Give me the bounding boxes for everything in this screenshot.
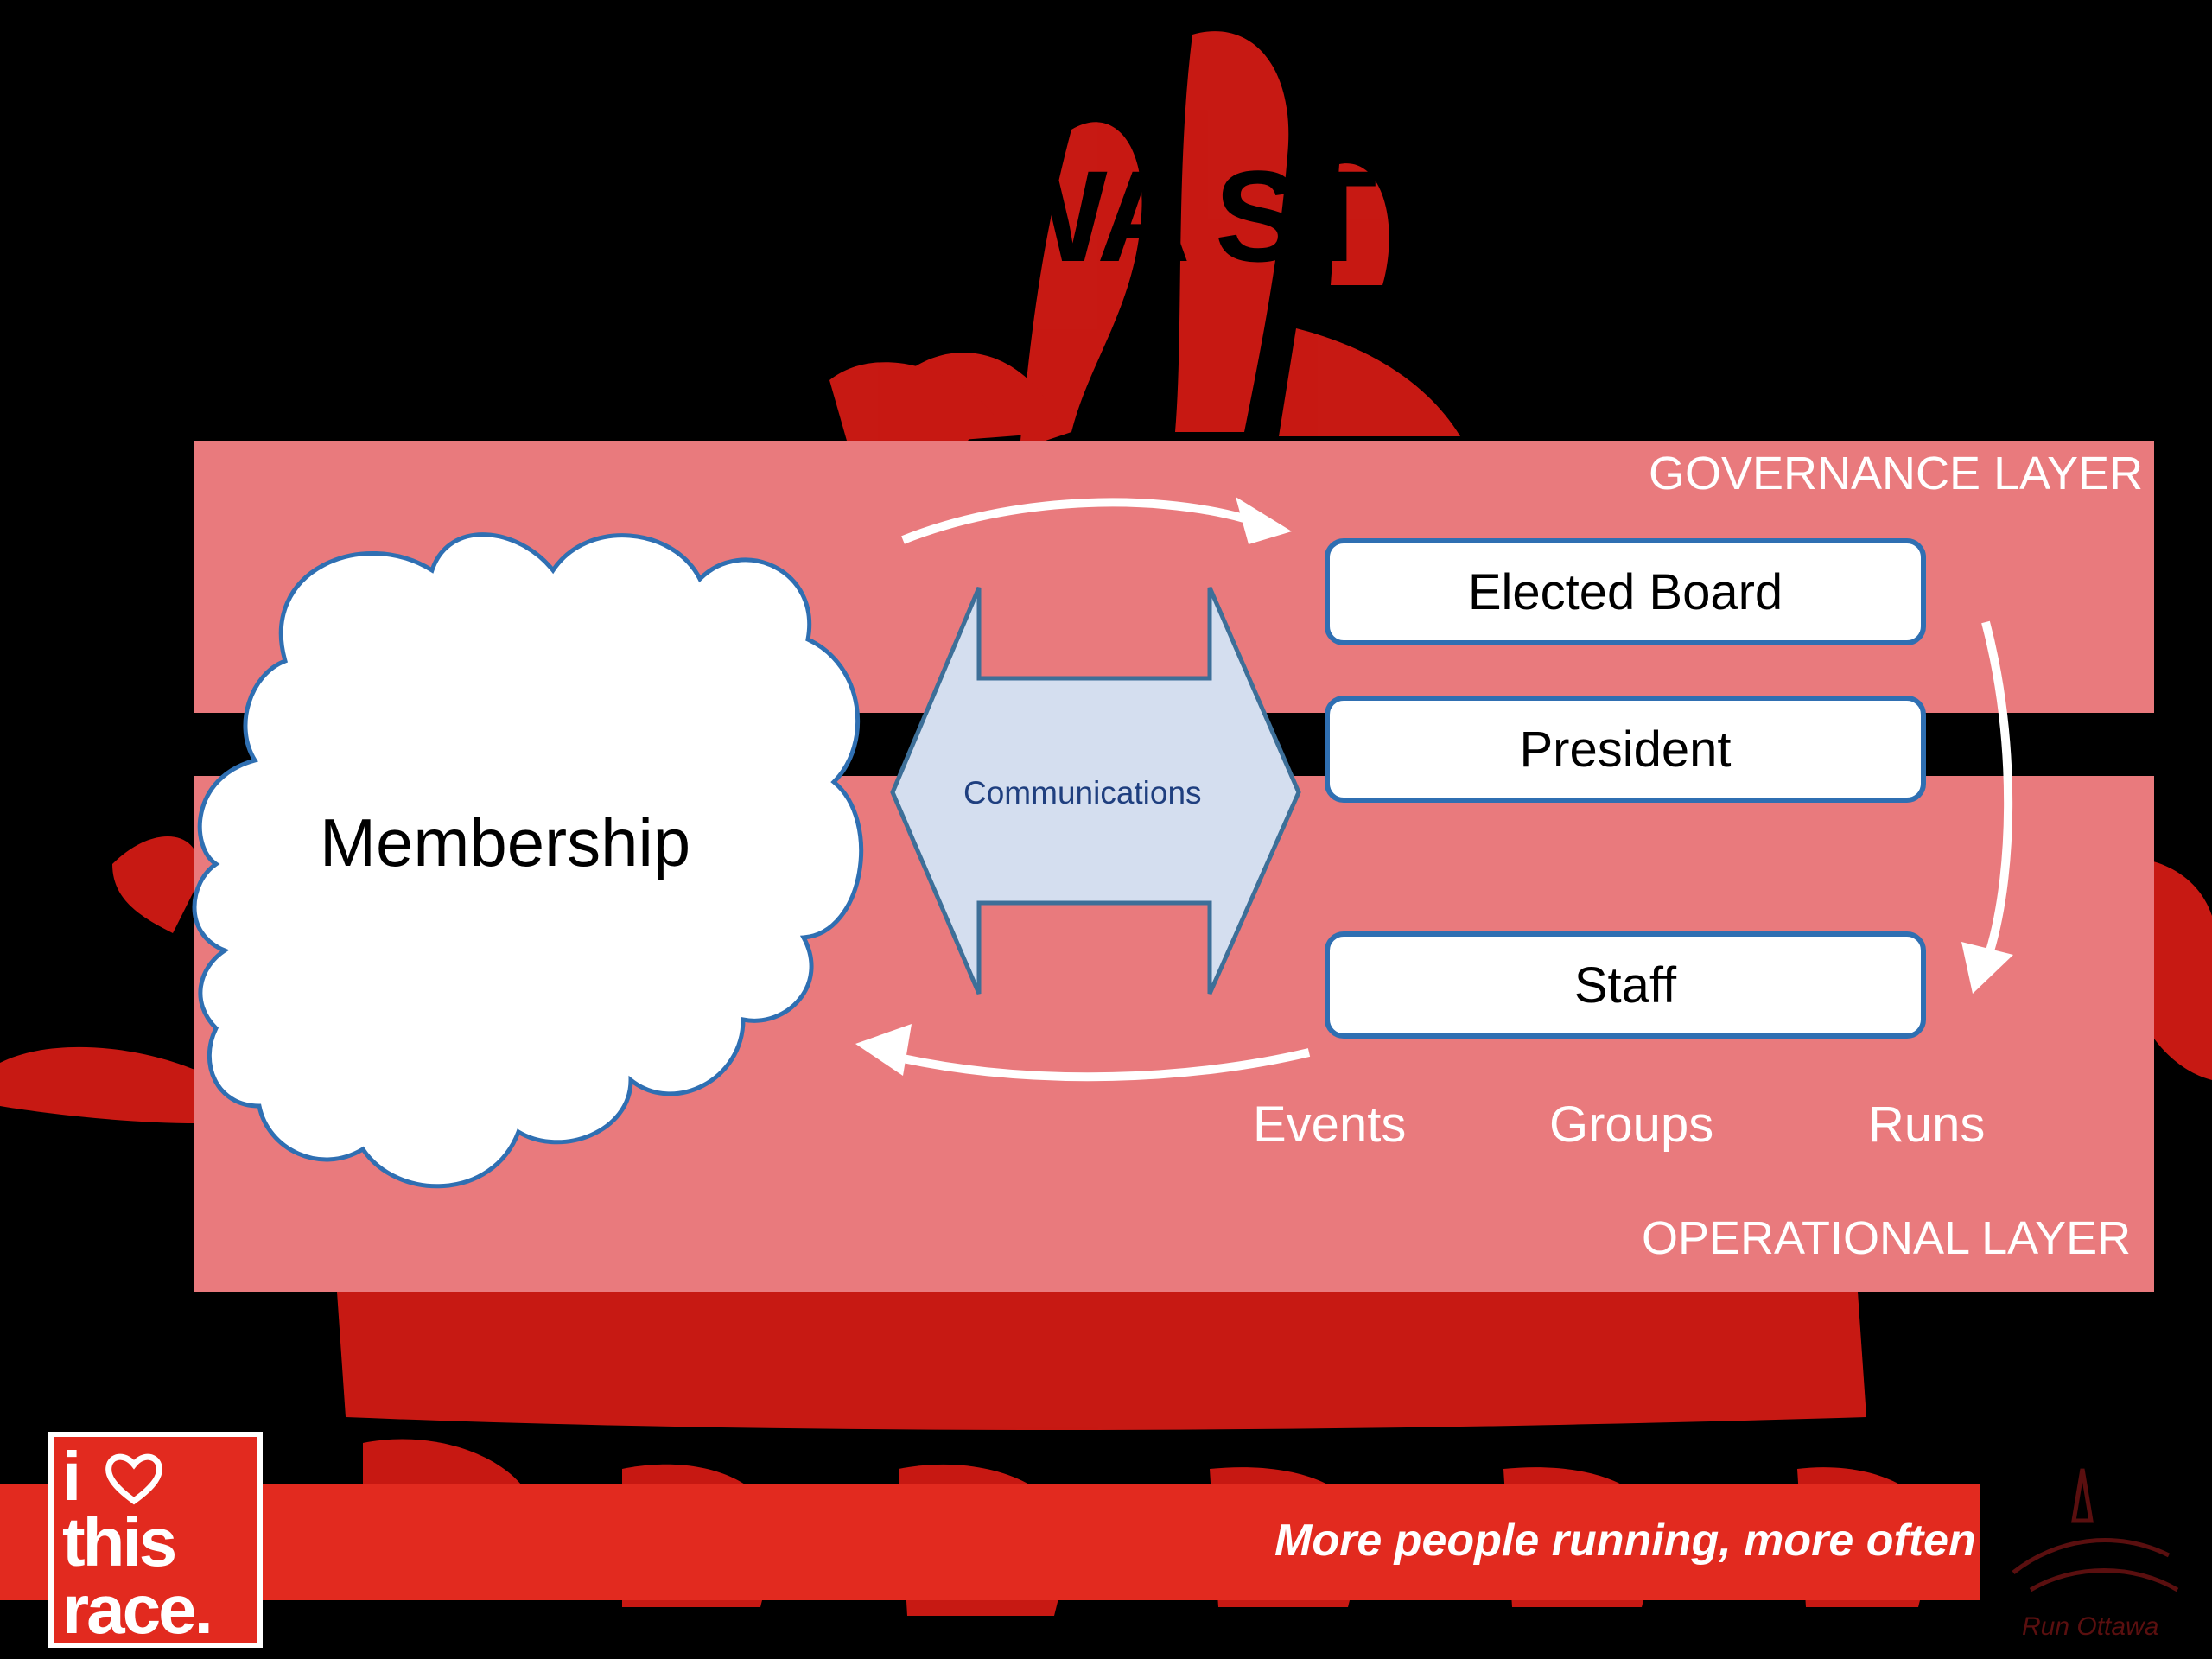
membership-cloud [192, 532, 864, 1189]
flow-arrow-right-head-icon [1961, 942, 2013, 994]
communications-label: Communications [963, 775, 1202, 810]
elected-board-box: Elected Board [1325, 538, 1926, 645]
communications-double-arrow [890, 587, 1301, 995]
groups-label: Groups [1549, 1096, 1714, 1153]
membership-label: Membership [320, 804, 691, 880]
heart-icon [105, 1453, 162, 1505]
footer-band [0, 1484, 1980, 1600]
flow-arrow-right-icon [1981, 620, 2013, 961]
flow-arrow-bottom-icon [901, 1048, 1311, 1082]
governance-layer-label: GOVERNANCE LAYER [1649, 448, 2144, 499]
staff-box: Staff [1325, 931, 1926, 1039]
i-love-this-race-logo: i this race. [48, 1432, 263, 1648]
events-label: Events [1253, 1096, 1407, 1153]
president-box: President [1325, 696, 1926, 803]
tagline: More people running, more often [1274, 1516, 1976, 1566]
slide-title: WA ST [985, 143, 1376, 289]
logo-line-1: i [62, 1438, 81, 1515]
logo-line-2: this [62, 1503, 177, 1580]
flow-arrow-top-icon [901, 498, 1246, 544]
runs-label: Runs [1868, 1096, 1986, 1153]
corner-brand-text: Run Ottawa [2022, 1612, 2159, 1641]
flow-arrow-bottom-head-icon [855, 1024, 912, 1076]
logo-line-3: race. [62, 1571, 213, 1648]
flow-arrow-top-head-icon [1236, 497, 1292, 544]
operational-layer-label: OPERATIONAL LAYER [1642, 1212, 2132, 1264]
